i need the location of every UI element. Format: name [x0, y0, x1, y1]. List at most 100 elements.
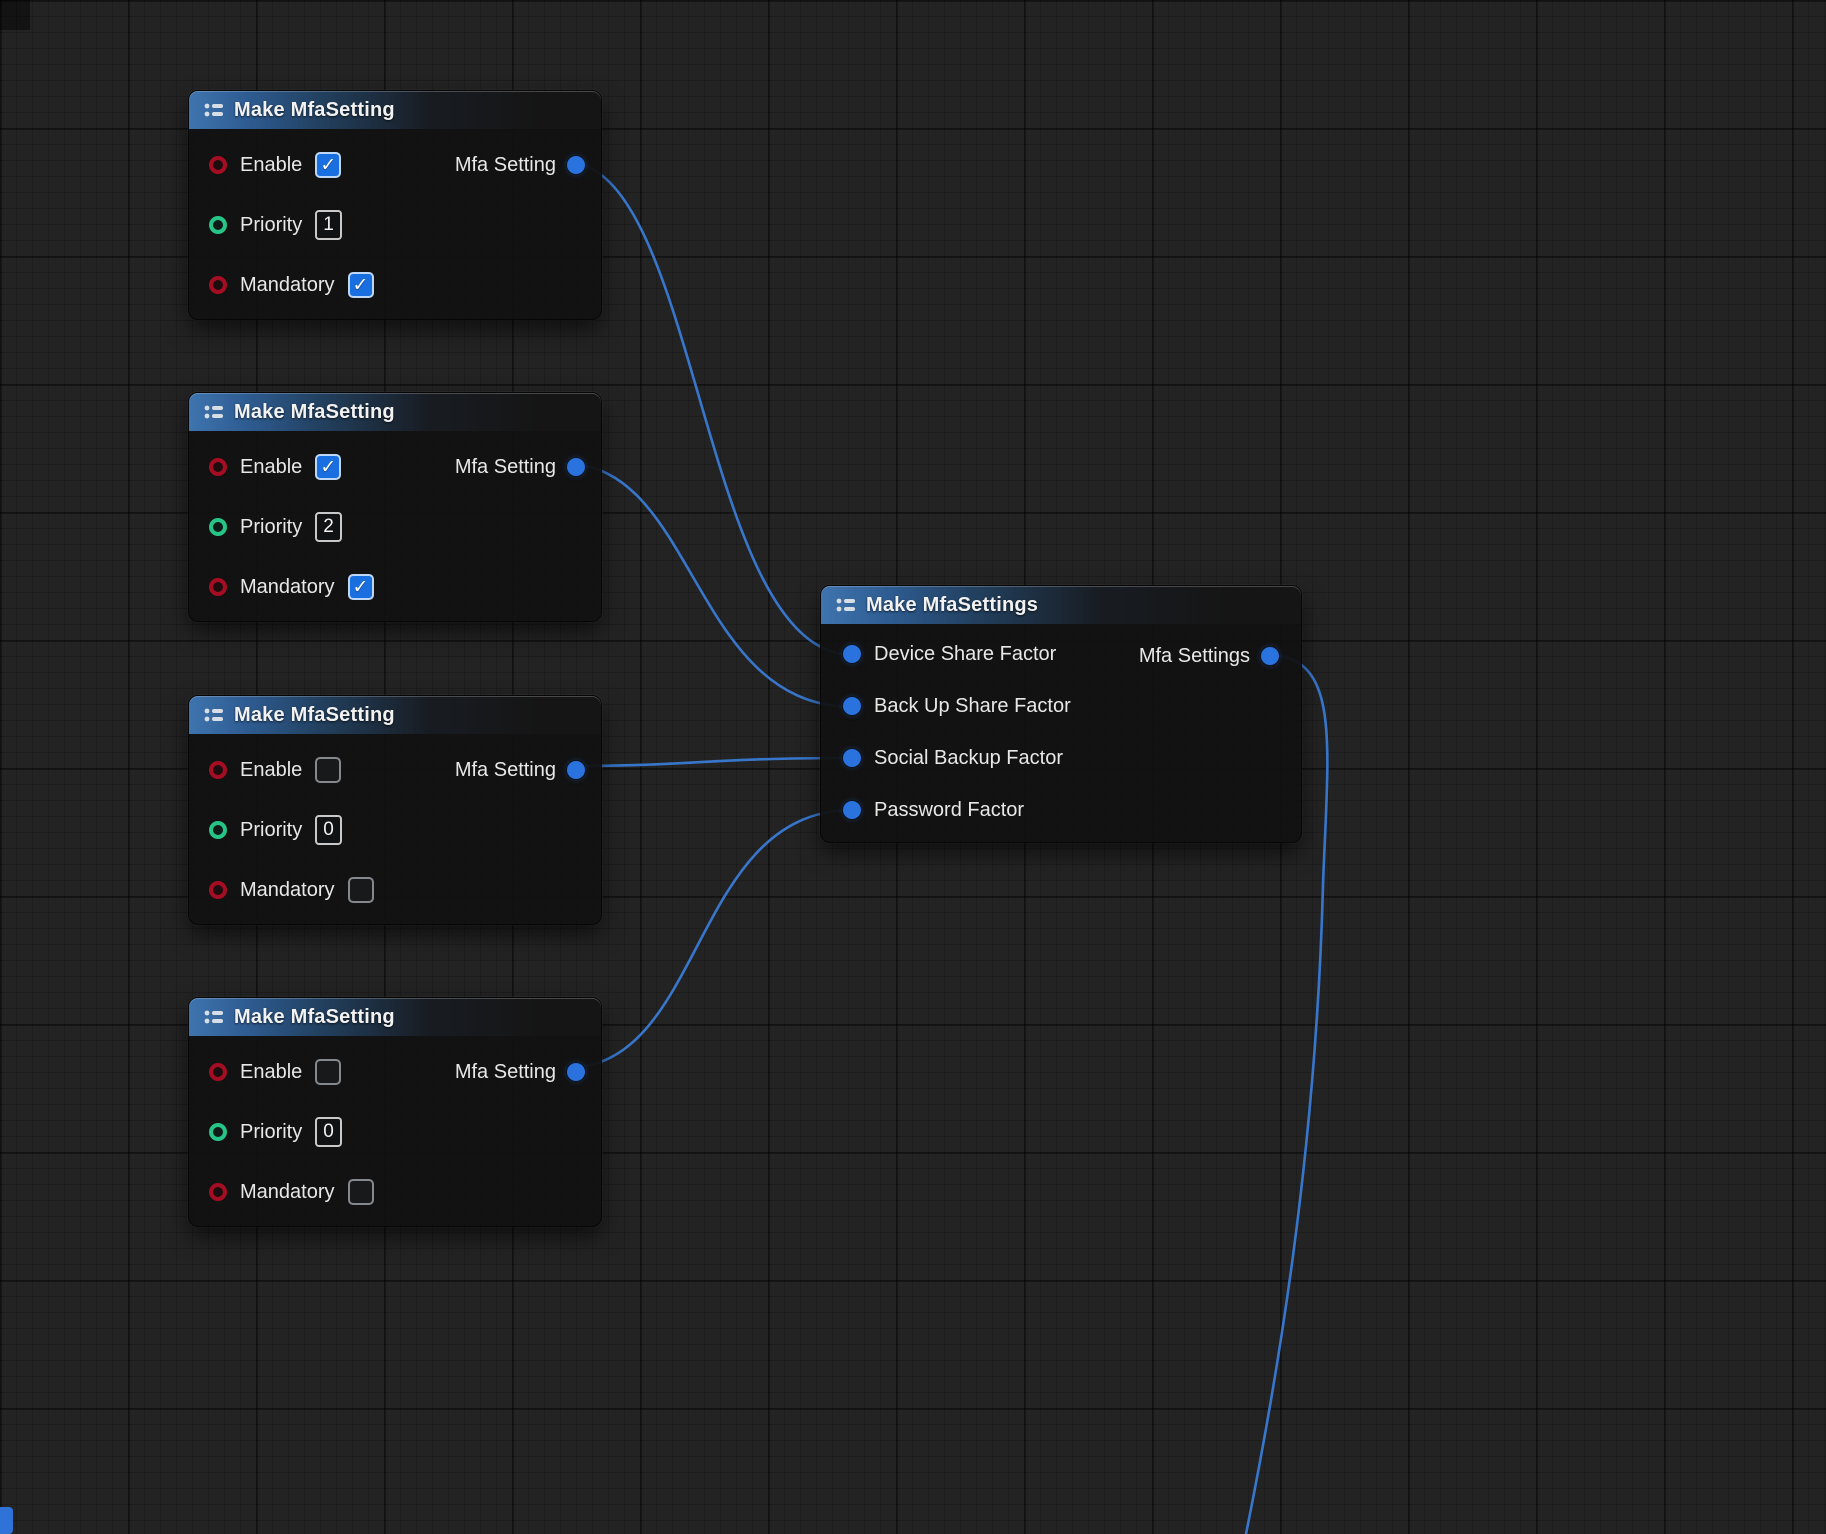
pin-label: Priority — [240, 1120, 303, 1143]
make-struct-icon — [203, 1009, 225, 1025]
pin-row-mandatory: Mandatory — [189, 567, 601, 607]
enable-checkbox[interactable] — [315, 1059, 342, 1085]
struct-pin-icon[interactable] — [843, 749, 861, 767]
pin-label: Enable — [240, 153, 303, 176]
pin-row-priority: Priority 2 — [189, 507, 601, 547]
node-title: Make MfaSetting — [234, 400, 395, 423]
pin-label: Mandatory — [240, 878, 335, 901]
make-struct-icon — [835, 597, 857, 613]
bottom-left-blue-fragment — [0, 1507, 13, 1534]
int-pin-icon[interactable] — [209, 821, 227, 839]
pin-label: Priority — [240, 818, 303, 841]
pin-row-mandatory: Mandatory — [189, 265, 601, 305]
enable-checkbox[interactable] — [315, 454, 342, 480]
pin-row-social-backup-factor: Social Backup Factor — [821, 736, 1301, 780]
output-pin-label: Mfa Setting — [454, 1060, 556, 1083]
bool-pin-icon[interactable] — [209, 1063, 227, 1081]
mandatory-checkbox[interactable] — [347, 574, 374, 600]
pin-label: Password Factor — [874, 798, 1025, 821]
node-make-mfasettings[interactable]: Make MfaSettings Device Share Factor Bac… — [820, 585, 1302, 843]
priority-input[interactable]: 1 — [315, 210, 342, 240]
node-title: Make MfaSetting — [234, 98, 395, 121]
pin-row-password-factor: Password Factor — [821, 788, 1301, 832]
node-title: Make MfaSetting — [234, 1005, 395, 1028]
wire-setting1-to-device-share[interactable] — [564, 160, 855, 657]
bool-pin-icon[interactable] — [209, 156, 227, 174]
pin-label: Enable — [240, 1060, 303, 1083]
pin-row-enable: Enable — [189, 447, 601, 487]
struct-pin-icon[interactable] — [567, 458, 585, 476]
node-title: Make MfaSettings — [866, 593, 1039, 616]
pin-label: Enable — [240, 758, 303, 781]
pin-row-device-share-factor: Device Share Factor — [821, 632, 1301, 676]
output-pin-row: Mfa Setting — [455, 152, 585, 178]
pin-label: Priority — [240, 515, 303, 538]
output-pin-label: Mfa Settings — [1138, 644, 1250, 667]
pin-label: Device Share Factor — [874, 642, 1057, 665]
enable-checkbox[interactable] — [315, 152, 342, 178]
struct-pin-icon[interactable] — [567, 156, 585, 174]
node-make-mfasetting-4[interactable]: Make MfaSetting Enable Priority 0 Mandat… — [188, 997, 602, 1227]
wire-setting3-to-social-backup[interactable] — [564, 756, 855, 768]
node-header[interactable]: Make MfaSetting — [189, 696, 601, 734]
node-make-mfasetting-1[interactable]: Make MfaSetting Enable Priority 1 Mandat… — [188, 90, 602, 320]
struct-pin-icon[interactable] — [567, 1063, 585, 1081]
priority-input[interactable]: 0 — [315, 815, 342, 845]
make-struct-icon — [203, 404, 225, 420]
pin-row-mandatory: Mandatory — [189, 1172, 601, 1212]
output-pin-label: Mfa Setting — [454, 455, 556, 478]
node-make-mfasetting-3[interactable]: Make MfaSetting Enable Priority 0 Mandat… — [188, 695, 602, 925]
bool-pin-icon[interactable] — [209, 578, 227, 596]
wire-mfasettings-output[interactable] — [1244, 653, 1329, 1534]
output-pin-label: Mfa Setting — [454, 758, 556, 781]
node-header[interactable]: Make MfaSetting — [189, 91, 601, 129]
enable-checkbox[interactable] — [315, 757, 342, 783]
node-make-mfasetting-2[interactable]: Make MfaSetting Enable Priority 2 Mandat… — [188, 392, 602, 622]
node-header[interactable]: Make MfaSetting — [189, 393, 601, 431]
struct-pin-icon[interactable] — [567, 761, 585, 779]
struct-pin-icon[interactable] — [843, 697, 861, 715]
bool-pin-icon[interactable] — [209, 881, 227, 899]
pin-row-priority: Priority 1 — [189, 205, 601, 245]
struct-pin-icon[interactable] — [1261, 647, 1279, 665]
pin-label: Mandatory — [240, 1180, 335, 1203]
bool-pin-icon[interactable] — [209, 276, 227, 294]
int-pin-icon[interactable] — [209, 518, 227, 536]
pin-row-mandatory: Mandatory — [189, 870, 601, 910]
pin-row-priority: Priority 0 — [189, 1112, 601, 1152]
int-pin-icon[interactable] — [209, 216, 227, 234]
output-pin-row: Mfa Setting — [455, 1059, 585, 1085]
bool-pin-icon[interactable] — [209, 458, 227, 476]
output-pin-row: Mfa Settings — [1139, 643, 1279, 669]
bool-pin-icon[interactable] — [209, 761, 227, 779]
pin-label: Priority — [240, 213, 303, 236]
wire-setting4-to-password[interactable] — [564, 808, 855, 1070]
struct-pin-icon[interactable] — [843, 801, 861, 819]
make-struct-icon — [203, 102, 225, 118]
node-title: Make MfaSetting — [234, 703, 395, 726]
mandatory-checkbox[interactable] — [347, 272, 374, 298]
pin-label: Mandatory — [240, 273, 335, 296]
bool-pin-icon[interactable] — [209, 1183, 227, 1201]
struct-pin-icon[interactable] — [843, 645, 861, 663]
output-pin-row: Mfa Setting — [455, 757, 585, 783]
pin-row-backup-share-factor: Back Up Share Factor — [821, 684, 1301, 728]
node-header[interactable]: Make MfaSetting — [189, 998, 601, 1036]
pin-row-enable: Enable — [189, 1052, 601, 1092]
priority-input[interactable]: 2 — [315, 512, 342, 542]
mandatory-checkbox[interactable] — [347, 877, 374, 903]
pin-row-priority: Priority 0 — [189, 810, 601, 850]
node-header[interactable]: Make MfaSettings — [821, 586, 1301, 624]
make-struct-icon — [203, 707, 225, 723]
priority-input[interactable]: 0 — [315, 1117, 342, 1147]
wire-setting2-to-backup-share[interactable] — [564, 462, 855, 709]
int-pin-icon[interactable] — [209, 1123, 227, 1141]
output-pin-row: Mfa Setting — [455, 454, 585, 480]
mandatory-checkbox[interactable] — [347, 1179, 374, 1205]
pin-label: Enable — [240, 455, 303, 478]
pin-label: Social Backup Factor — [874, 746, 1063, 769]
pin-label: Back Up Share Factor — [874, 694, 1071, 717]
top-left-dark-square — [0, 0, 30, 30]
